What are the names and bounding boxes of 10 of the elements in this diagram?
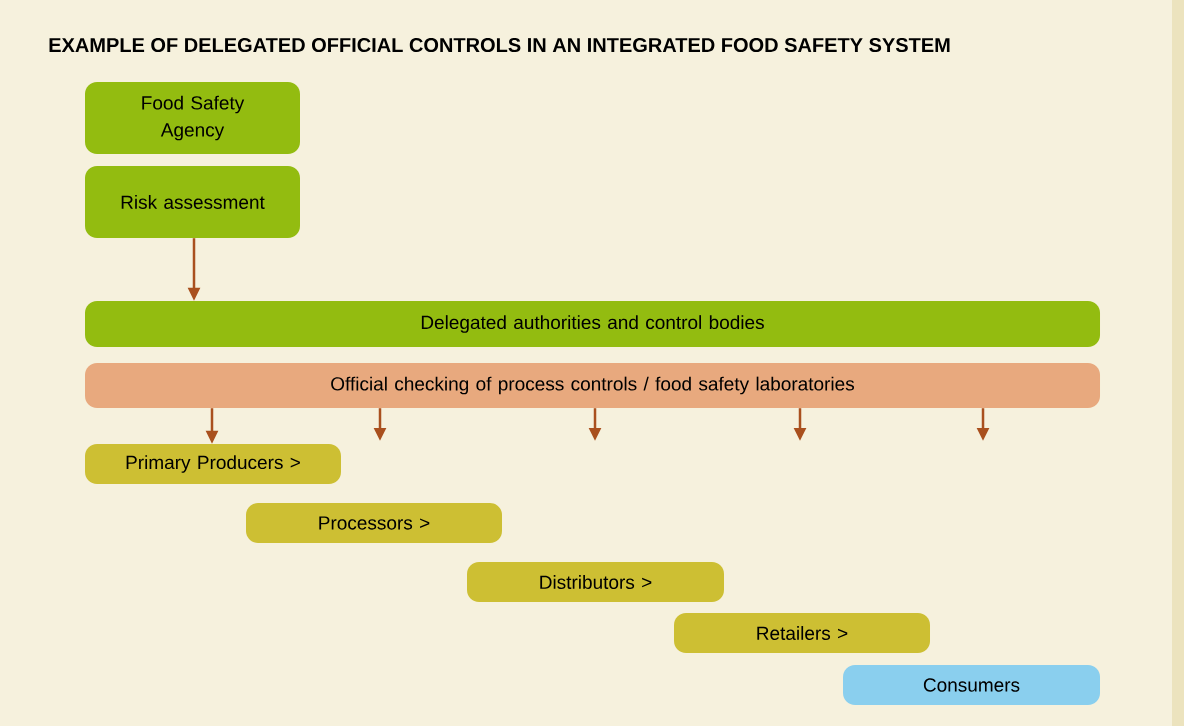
stage-box: Primary Producers >	[85, 444, 341, 484]
title: EXAMPLE OF DELEGATED OFFICIAL CONTROLS IN AN INTEGRATED FOOD SAFETY SYSTEM	[49, 37, 950, 53]
stage-box: Retailers >	[674, 613, 930, 653]
checking-band: Official checking of process controls / food safety laboratories	[85, 363, 1100, 408]
process-box: Risk assessment	[85, 166, 300, 238]
authority-band: Delegated authorities and control bodies	[85, 301, 1100, 347]
stage-box: Consumers	[843, 665, 1100, 705]
agency-box: Food Safety Agency	[85, 82, 300, 154]
stage-box: Distributors >	[467, 562, 724, 602]
stage-box: Processors >	[246, 503, 502, 543]
